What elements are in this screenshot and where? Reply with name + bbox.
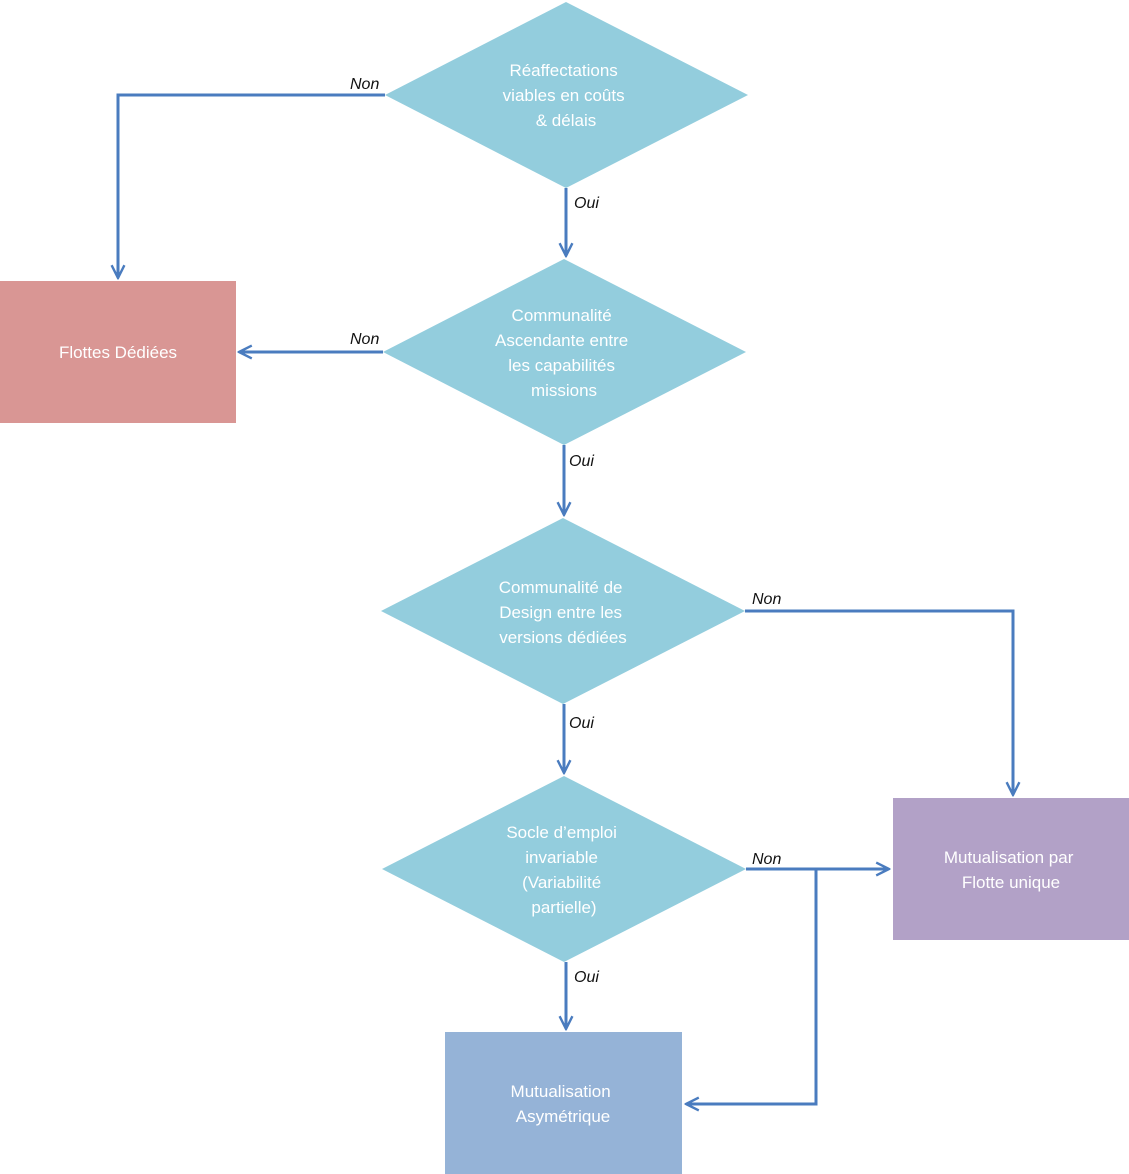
label-d3-no: Non bbox=[752, 591, 781, 608]
outcome-box bbox=[893, 798, 1129, 940]
outcome-text: Mutualisation Asymétrique bbox=[511, 1082, 616, 1126]
decision-text: Communalité de Design entre les versions… bbox=[499, 578, 628, 647]
outcome-text: Flottes Dédiées bbox=[59, 343, 177, 362]
label-d1-yes: Oui bbox=[574, 195, 599, 212]
decision-communalite-design: Communalité de Design entre les versions… bbox=[381, 518, 745, 704]
decision-text: Socle d’emploi invariable (Variabilité p… bbox=[506, 823, 621, 917]
label-d2-yes: Oui bbox=[569, 453, 594, 470]
label-d4-yes: Oui bbox=[574, 969, 599, 986]
label-d1-no: Non bbox=[350, 76, 379, 93]
decision-socle-emploi: Socle d’emploi invariable (Variabilité p… bbox=[382, 776, 746, 962]
outcome-mutualisation-flotte-unique: Mutualisation par Flotte unique bbox=[893, 798, 1129, 940]
label-d2-no: Non bbox=[350, 331, 379, 348]
decision-communalite-ascendante: Communalité Ascendante entre les capabil… bbox=[383, 259, 746, 445]
arrow-d1-no-to-flottes-dediees bbox=[118, 93, 385, 278]
decision-shape bbox=[381, 518, 745, 704]
outcome-flottes-dediees: Flottes Dédiées bbox=[0, 281, 236, 423]
decision-shape bbox=[382, 776, 746, 962]
decision-shape bbox=[383, 259, 746, 445]
outcome-text: Mutualisation par Flotte unique bbox=[944, 848, 1078, 892]
decision-text: Communalité Ascendante entre les capabil… bbox=[495, 306, 633, 400]
arrow-branch-to-asymetrique bbox=[686, 869, 818, 1104]
outcome-box bbox=[0, 281, 236, 423]
outcome-mutualisation-asymetrique: Mutualisation Asymétrique bbox=[445, 1032, 682, 1174]
label-d4-no: Non bbox=[752, 851, 781, 868]
label-d3-yes: Oui bbox=[569, 715, 594, 732]
arrow-d3-no-to-flotte-unique bbox=[745, 609, 1013, 795]
decision-shape bbox=[385, 2, 748, 188]
outcome-box bbox=[445, 1032, 682, 1174]
decision-reaffectations: Réaffectations viables en coûts & délais bbox=[385, 2, 748, 188]
decision-text: Réaffectations viables en coûts & délais bbox=[503, 61, 630, 130]
